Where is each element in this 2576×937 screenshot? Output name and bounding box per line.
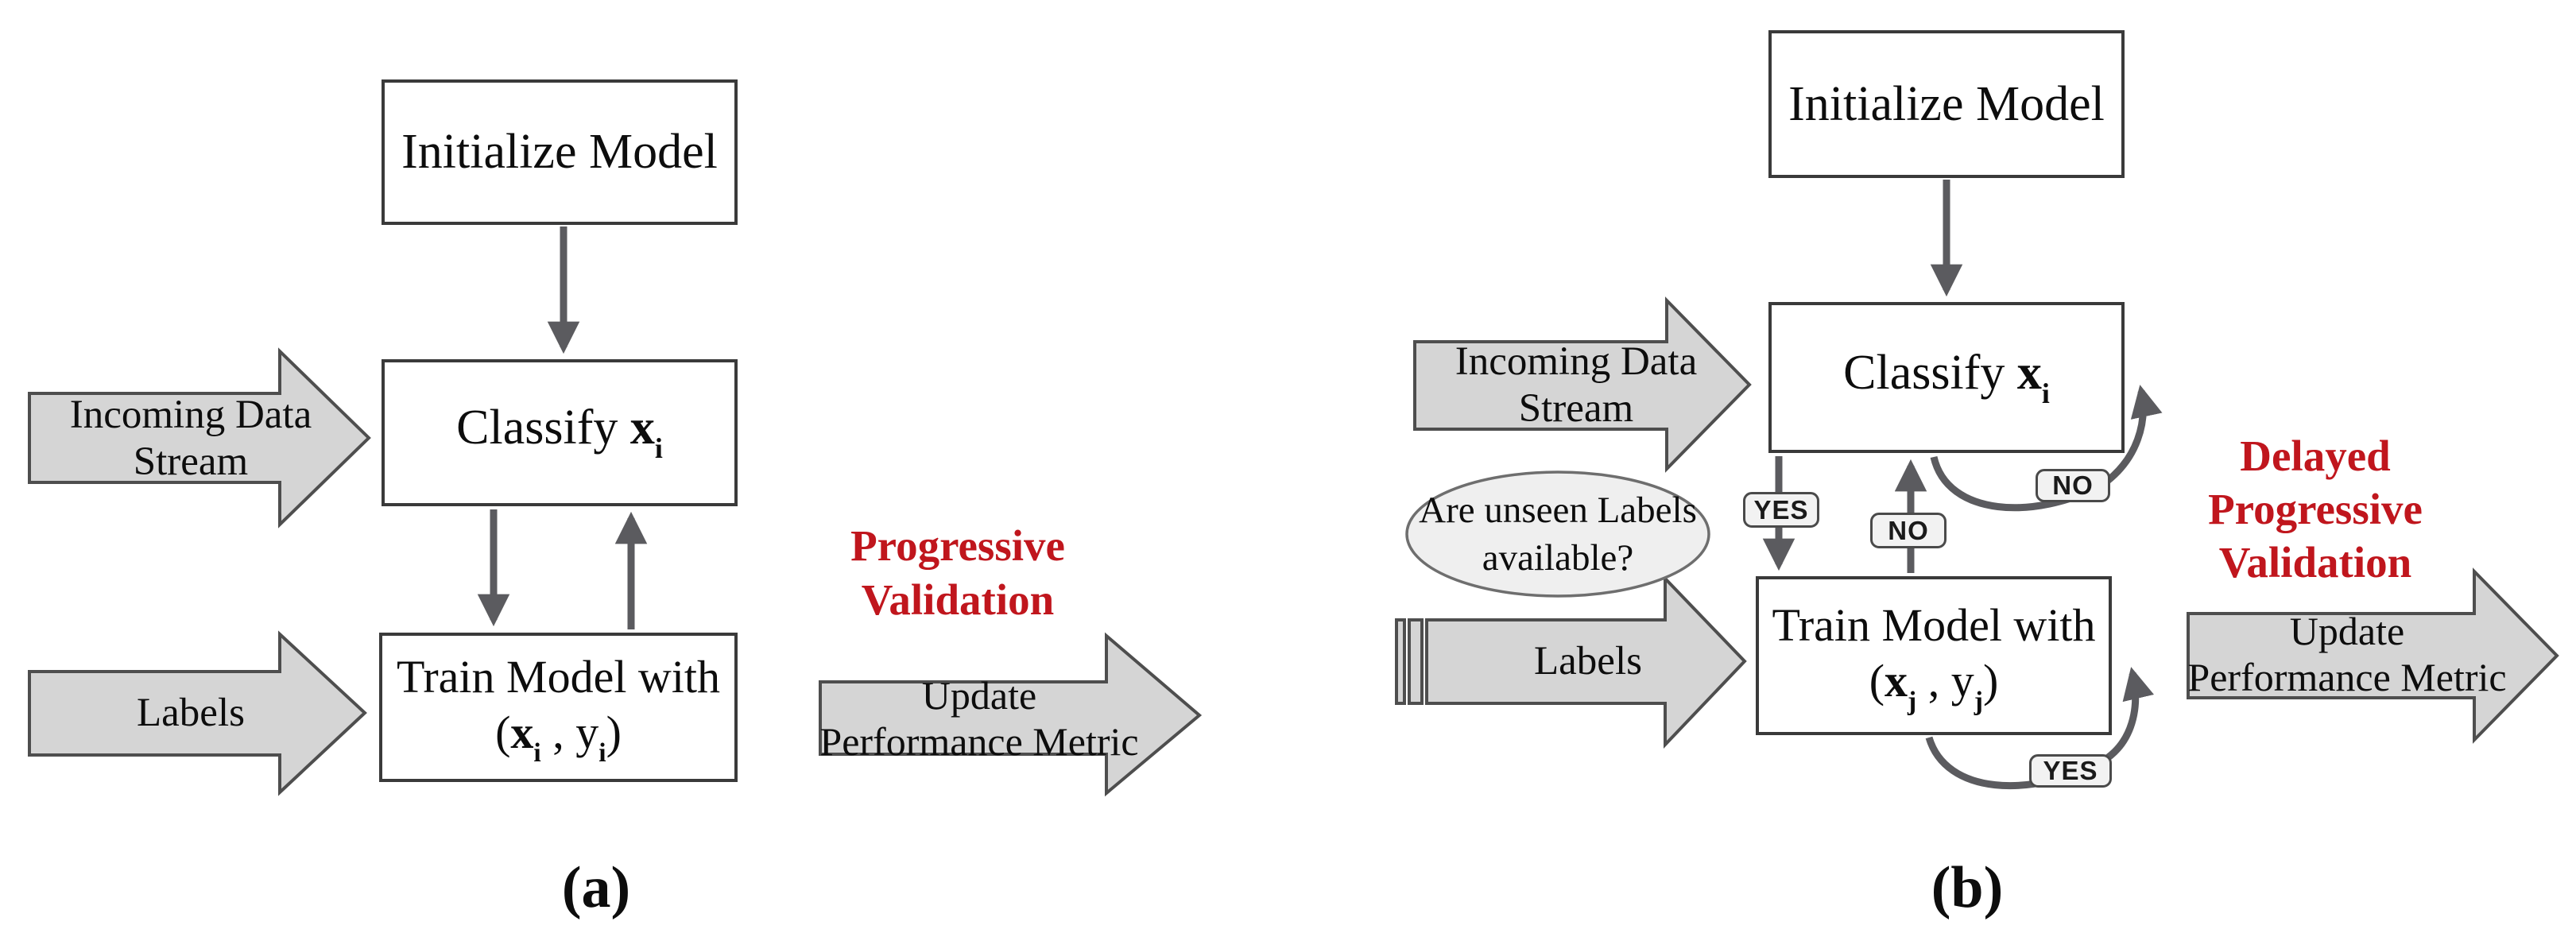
train-open-paren-a: ( — [495, 706, 511, 758]
annotation-line1-b: Delayed — [2240, 431, 2391, 480]
caption-text-b: (b) — [1931, 855, 2004, 920]
train-sub2-a: i — [598, 738, 606, 768]
classify-box-a: Classify xi — [382, 359, 738, 506]
annotation-line1-a: Progressive — [850, 521, 1065, 571]
update-line2-b: Performance Metric — [2187, 655, 2507, 699]
initialize-model-label-a: Initialize Model — [401, 125, 718, 180]
delay-bar-icon-2 — [1408, 618, 1424, 705]
delayed-progressive-validation-annotation-b: Delayed Progressive Validation — [2208, 432, 2423, 587]
train-line1-a: Train Model with — [396, 651, 721, 703]
incoming-data-stream-label-a: Incoming Data Stream — [32, 392, 350, 484]
decision-ellipse-label-b: Are unseen Labels available? — [1411, 486, 1705, 582]
train-var2-b: y — [1950, 654, 1974, 707]
classify-label-b: Classify xi — [1843, 346, 2050, 410]
update-performance-metric-label-b: Update Performance Metric — [2172, 609, 2522, 699]
classify-var-b: x — [2016, 345, 2042, 400]
classify-text-b: Classify — [1843, 345, 2017, 400]
update-line1-b: Update — [2289, 609, 2405, 653]
incoming-data-stream-label-b: Incoming Data Stream — [1417, 339, 1735, 431]
ellipse-line1-b: Are unseen Labels — [1419, 489, 1697, 531]
incoming-line2-a: Stream — [133, 439, 249, 484]
train-var1-b: x — [1885, 654, 1908, 707]
update-performance-metric-label-a: Update Performance Metric — [804, 673, 1154, 764]
classify-box-b: Classify xi — [1768, 302, 2125, 453]
yes-badge-loop-text: YES — [2043, 756, 2098, 785]
no-badge-up-text: NO — [1888, 515, 1929, 545]
ellipse-line2-b: available? — [1482, 537, 1634, 579]
panel-caption-a: (a) — [517, 854, 676, 922]
yes-badge-down-text: YES — [1753, 494, 1809, 525]
train-model-box-a: Train Model with (xi , yi) — [379, 633, 738, 782]
incoming-line2-b: Stream — [1518, 386, 1634, 431]
classify-label-a: Classify xi — [456, 401, 663, 465]
initialize-model-box-b: Initialize Model — [1768, 30, 2125, 178]
update-line1-a: Update — [921, 673, 1037, 718]
train-line2-b: (xj , yj) — [1869, 654, 1999, 716]
no-badge-up-b: NO — [1870, 513, 1947, 548]
train-model-box-b: Train Model with (xj , yj) — [1756, 576, 2112, 735]
initialize-model-box-a: Initialize Model — [382, 79, 738, 225]
no-badge-loop-text: NO — [2052, 470, 2094, 500]
train-separator-a: , — [540, 706, 576, 758]
delay-bar-icon-1 — [1395, 618, 1406, 705]
progressive-validation-annotation-a: Progressive Validation — [819, 521, 1097, 623]
classify-sub-b: i — [2041, 377, 2050, 409]
caption-text-a: (a) — [561, 855, 631, 920]
train-open-paren-b: ( — [1869, 654, 1885, 707]
classify-var-a: x — [629, 401, 655, 455]
train-separator-b: , — [1916, 654, 1951, 707]
no-badge-loop-b: NO — [2036, 469, 2110, 502]
classify-text-a: Classify — [456, 401, 630, 455]
yes-badge-down-b: YES — [1743, 492, 1819, 528]
train-line1-b: Train Model with — [1772, 599, 2096, 652]
panel-caption-b: (b) — [1888, 854, 2047, 922]
annotation-line2-b: Progressive — [2208, 484, 2423, 533]
train-line2-a: (xi , yi) — [495, 706, 622, 768]
labels-text-a: Labels — [137, 690, 245, 735]
update-line2-a: Performance Metric — [819, 719, 1139, 764]
train-sub2-b: j — [1974, 686, 1983, 716]
train-close-paren-b: ) — [1982, 654, 1999, 707]
yes-badge-loop-b: YES — [2029, 754, 2112, 788]
classify-sub-a: i — [654, 432, 663, 465]
annotation-line2-a: Validation — [861, 575, 1055, 624]
labels-label-a: Labels — [32, 673, 350, 753]
labels-label-b: Labels — [1429, 621, 1747, 702]
train-var2-a: y — [575, 706, 599, 758]
train-sub1-a: i — [533, 738, 541, 768]
labels-text-b: Labels — [1534, 638, 1642, 683]
incoming-line1-a: Incoming Data — [69, 392, 312, 437]
initialize-model-label-b: Initialize Model — [1788, 76, 2105, 131]
annotation-line3-b: Validation — [2218, 538, 2412, 587]
train-sub1-b: j — [1908, 686, 1917, 716]
train-var1-a: x — [510, 706, 534, 758]
train-close-paren-a: ) — [606, 706, 622, 758]
incoming-line1-b: Incoming Data — [1455, 339, 1698, 384]
